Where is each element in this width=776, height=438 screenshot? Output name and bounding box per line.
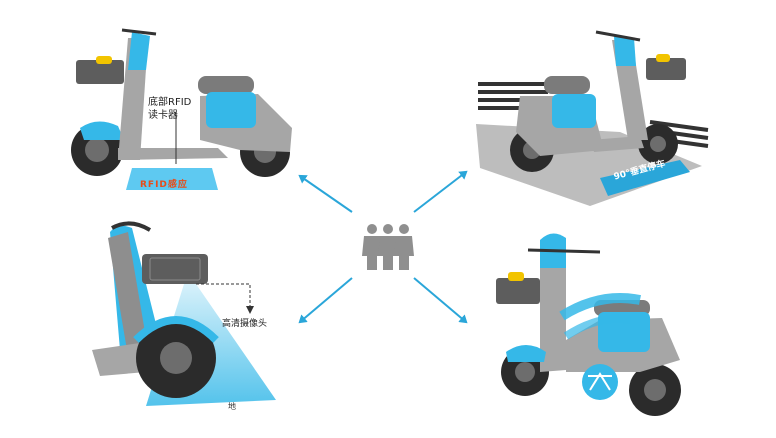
scooter-rfid-view: [71, 28, 292, 190]
people-group-icon: [362, 224, 414, 270]
camera-label: 高清摄像头: [222, 319, 268, 329]
ground-label: 地: [228, 402, 236, 411]
rfid-pad: [126, 168, 218, 190]
scooter-parking-view: [476, 30, 709, 206]
scooter-lock-view: [496, 233, 681, 416]
arrow-bottom-right: [413, 277, 468, 324]
rfid-pad-label: RFID感应: [140, 180, 188, 190]
arrow-bottom-left: [298, 277, 353, 324]
direction-arrows: [298, 170, 468, 324]
lock-badge: [582, 364, 618, 400]
scooter-camera-view: [92, 221, 276, 406]
rfid-reader-label: 底部RFID读卡器: [148, 97, 192, 121]
arrow-top-right: [413, 170, 468, 213]
arrow-top-left: [298, 174, 353, 213]
